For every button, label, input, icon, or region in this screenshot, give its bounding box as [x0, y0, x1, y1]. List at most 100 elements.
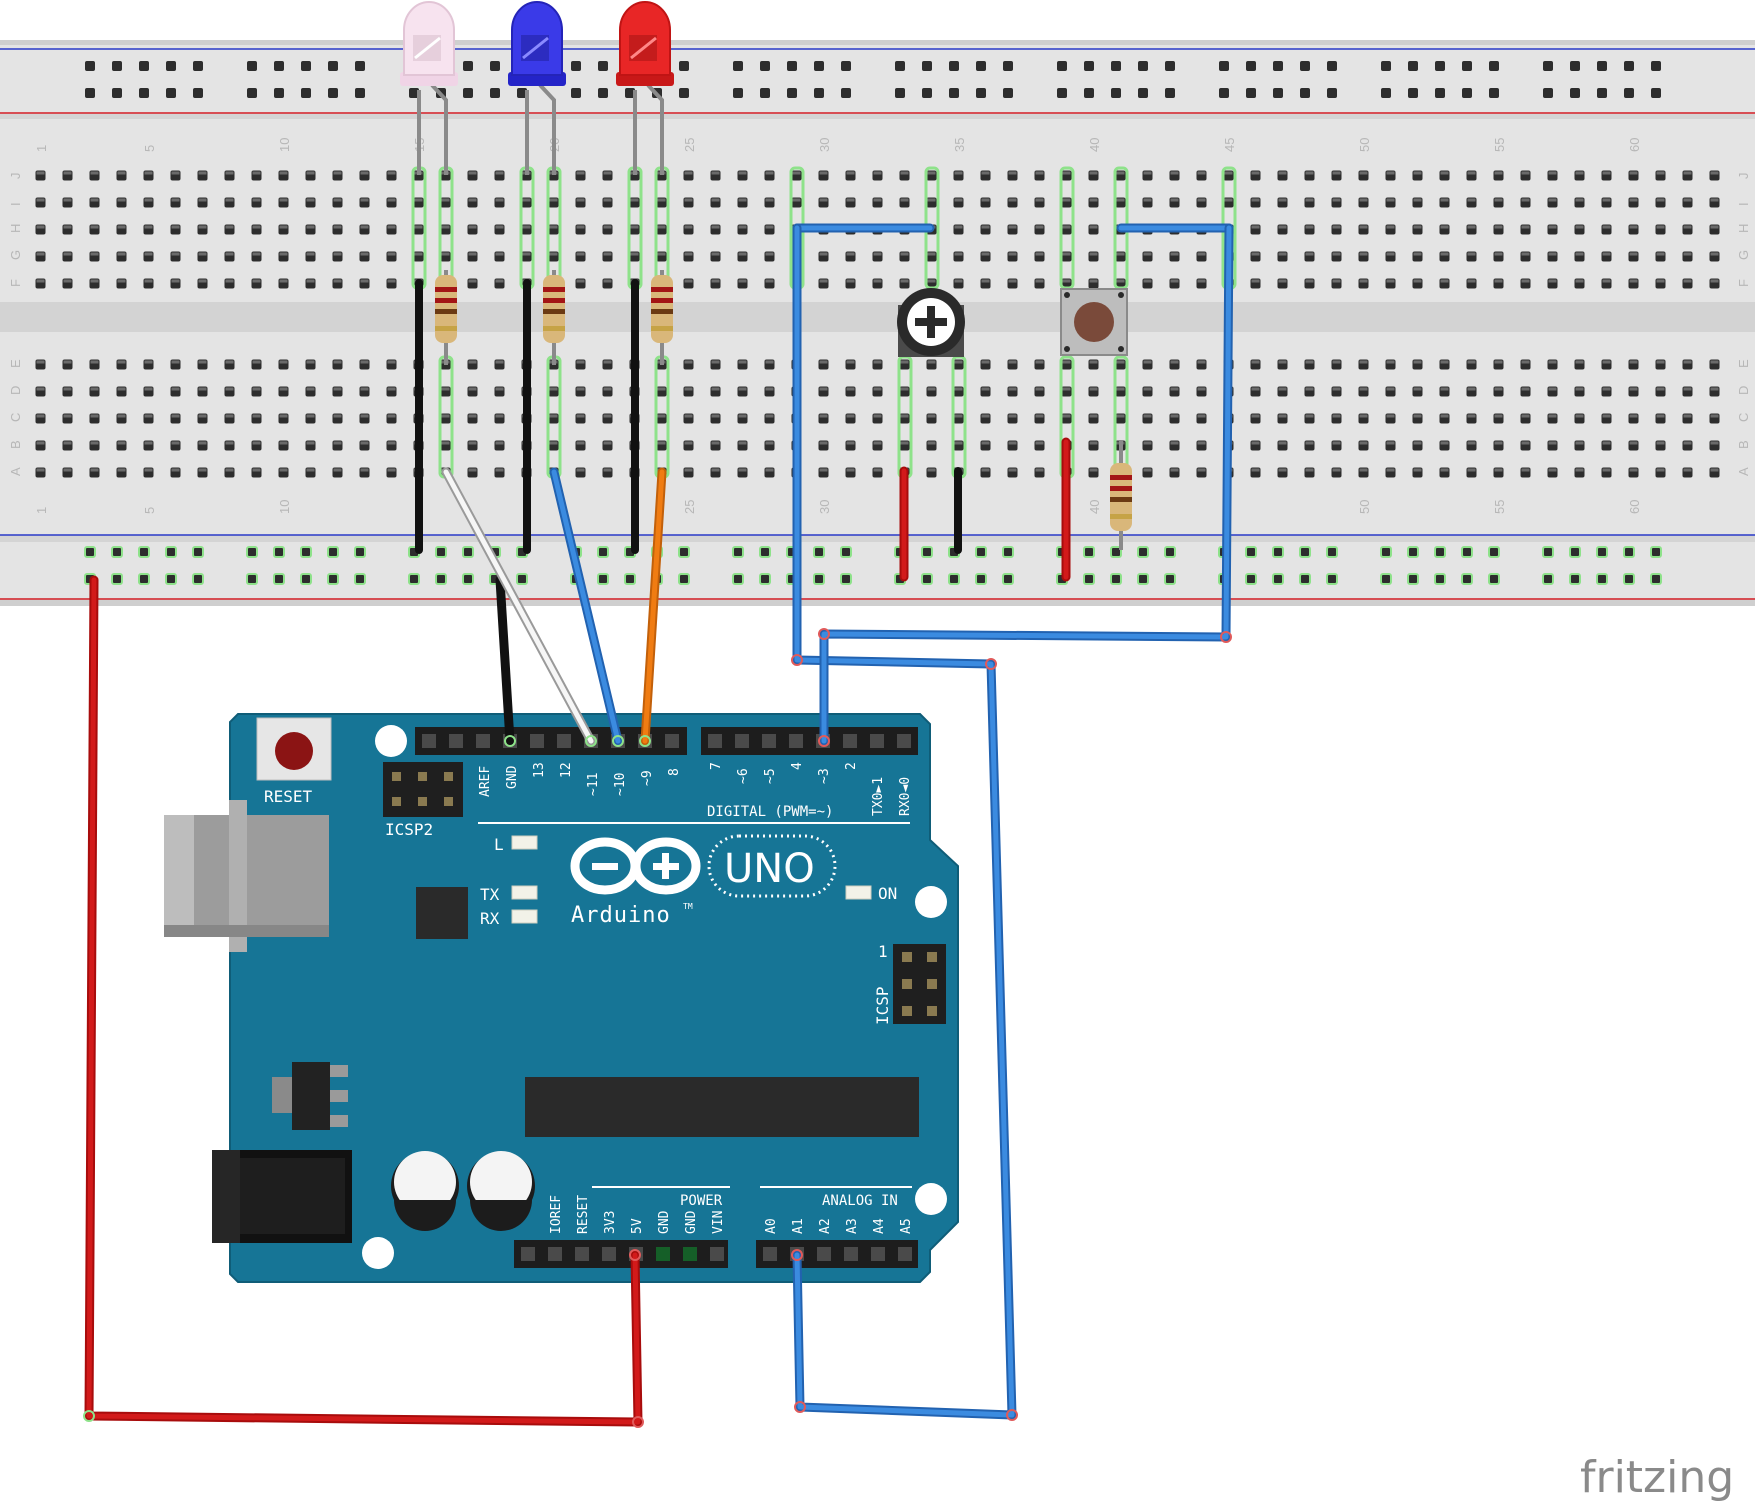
- usb-chip: [416, 887, 468, 939]
- row-letter-c: C: [8, 413, 23, 422]
- col-num-60-bottom: 60: [1627, 500, 1642, 514]
- mounting-hole: [362, 1237, 394, 1269]
- col-num-50-bottom: 50: [1357, 500, 1372, 514]
- led-on: [845, 885, 872, 900]
- icsp2-label: ICSP2: [385, 820, 433, 839]
- logo-text: Arduino: [571, 903, 671, 928]
- usb-port: [164, 800, 329, 952]
- pin-label-a0: A0: [764, 1218, 779, 1234]
- col-num-60: 60: [1627, 138, 1642, 152]
- col-num-30: 30: [817, 138, 832, 152]
- pin-label-gnd: GND: [505, 765, 520, 789]
- row-letter-c-right: C: [1736, 413, 1751, 422]
- row-letter-h: H: [8, 224, 23, 233]
- reset-button[interactable]: [256, 717, 332, 781]
- col-num-1-bottom: 1: [34, 507, 49, 514]
- pin-label-12: 12: [559, 762, 574, 778]
- fritzing-logo: fritzing: [1580, 1452, 1734, 1503]
- wire-endpoints: [83, 628, 1232, 1428]
- led-red[interactable]: [616, 1, 674, 175]
- row-letter-e: E: [8, 359, 23, 368]
- pin-label-a1: A1: [791, 1218, 806, 1234]
- power-label: POWER: [680, 1193, 723, 1209]
- atmega-chip: [525, 1077, 919, 1137]
- arduino-logo-icon: [570, 837, 701, 895]
- resistor[interactable]: [1110, 440, 1132, 550]
- pin-label-3: ~3: [817, 768, 832, 784]
- pin-label-ioref: IOREF: [549, 1195, 564, 1234]
- on-label: ON: [878, 884, 897, 903]
- row-letter-h-right: H: [1736, 224, 1751, 233]
- pin-label-4: 4: [790, 762, 805, 770]
- col-num-55: 55: [1492, 138, 1507, 152]
- row-letter-f-right: F: [1736, 279, 1751, 287]
- pin-label-reset: RESET: [576, 1195, 591, 1234]
- column-numbers: 1 5 10 15 20 25 30 35 40 45 50 55 60 1 5…: [34, 138, 1642, 514]
- pin-label-gnd-2: GND: [684, 1210, 699, 1234]
- analog-header: [756, 1240, 918, 1268]
- pin-label-5: ~5: [763, 768, 778, 784]
- col-num-25-bottom: 25: [682, 500, 697, 514]
- row-letter-e-right: E: [1736, 359, 1751, 368]
- mounting-hole: [375, 725, 407, 757]
- potentiometer[interactable]: [897, 288, 965, 357]
- wires: [84, 223, 1234, 1427]
- col-num-35: 35: [952, 138, 967, 152]
- board-outline: [229, 713, 959, 1283]
- logo-minus-icon: [592, 863, 618, 870]
- row-letter-b: B: [8, 440, 23, 449]
- pin-label-5v: 5V: [630, 1218, 645, 1234]
- icsp-label: ICSP: [873, 986, 892, 1025]
- pin-label-9: ~9: [640, 770, 655, 786]
- wire-black-gnd: [495, 575, 515, 746]
- pin-label-3v3: 3V3: [603, 1211, 618, 1234]
- col-num-30-bottom: 30: [817, 500, 832, 514]
- digital-label: DIGITAL (PWM=~): [707, 804, 833, 820]
- led-white[interactable]: [400, 1, 458, 175]
- pin-label-aref: AREF: [478, 766, 493, 797]
- breadboard: 1 5 10 15 20 25 30 35 40 45 50 55 60 1 5…: [0, 40, 1755, 606]
- led-l: [511, 835, 538, 850]
- col-num-1: 1: [34, 145, 49, 152]
- resistor[interactable]: [543, 270, 565, 365]
- pin-label-10: ~10: [613, 773, 628, 796]
- row-letters: J I H G F E D C B A J I H G F E D C B A: [8, 173, 1751, 477]
- icsp-header: [893, 944, 946, 1024]
- pin-label-13: 13: [532, 762, 547, 778]
- power-header: [514, 1240, 728, 1268]
- led-blue[interactable]: [508, 1, 566, 175]
- mounting-hole: [915, 886, 947, 918]
- pin-label-a2: A2: [818, 1218, 833, 1234]
- row-letter-i-right: I: [1736, 202, 1751, 206]
- dc-power-jack: [212, 1150, 352, 1243]
- model-label: UNO: [724, 846, 815, 892]
- digital-pin-labels: AREF GND 13 12 ~11 ~10 ~9 8 7 ~6 ~5 4 ~3…: [478, 762, 913, 816]
- pin-label-a5: A5: [899, 1218, 914, 1234]
- col-num-45: 45: [1222, 138, 1237, 152]
- icsp-pin1-label: 1: [878, 942, 888, 961]
- led-rx-label: RX: [480, 909, 500, 928]
- led-l-label: L: [494, 835, 504, 854]
- pin-label-8: 8: [667, 768, 682, 776]
- row-letter-j-right: J: [1736, 173, 1751, 180]
- resistor[interactable]: [435, 270, 457, 365]
- row-letter-g-right: G: [1736, 250, 1751, 260]
- pin-label-11: ~11: [586, 773, 601, 796]
- row-letter-i: I: [8, 202, 23, 206]
- row-letter-j: J: [8, 173, 23, 180]
- analog-pin-labels: A0 A1 A2 A3 A4 A5: [764, 1218, 914, 1234]
- led-rx: [511, 909, 538, 924]
- power-pin-labels: IOREF RESET 3V3 5V GND GND VIN: [549, 1195, 726, 1234]
- col-num-5-bottom: 5: [142, 507, 157, 514]
- led-tx-label: TX: [480, 885, 500, 904]
- mounting-hole: [915, 1183, 947, 1215]
- resistor[interactable]: [651, 270, 673, 365]
- reset-label: RESET: [264, 787, 313, 806]
- arduino-uno-board: RESET ICSP2 AREF GND: [164, 713, 959, 1283]
- col-num-25: 25: [682, 138, 697, 152]
- led-tx: [511, 885, 538, 900]
- push-button[interactable]: [1060, 288, 1128, 356]
- row-letter-a: A: [8, 467, 23, 476]
- col-num-50: 50: [1357, 138, 1372, 152]
- analog-label: ANALOG IN: [822, 1193, 898, 1209]
